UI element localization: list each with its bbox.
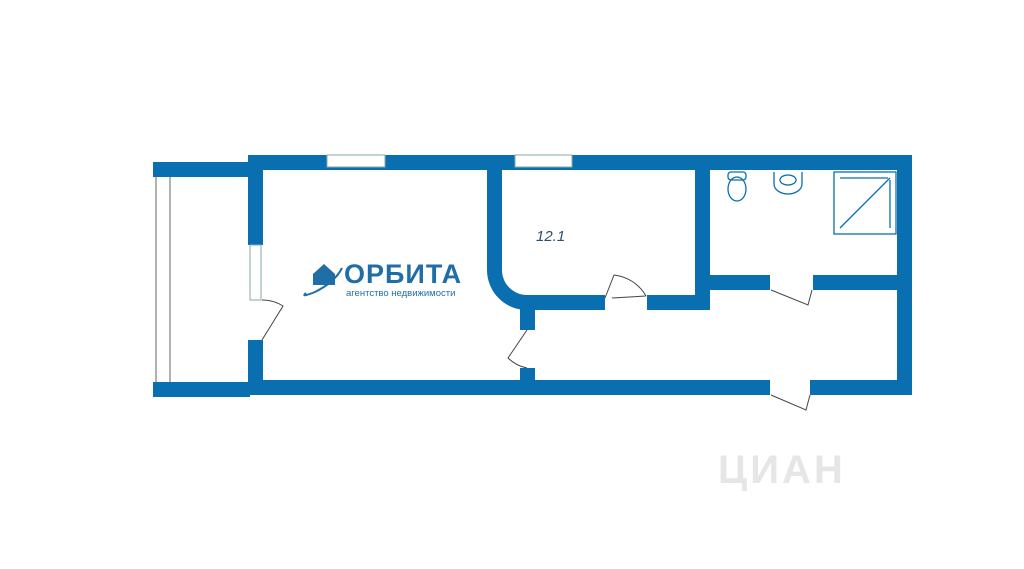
wall-stub-upper — [520, 305, 535, 330]
bathroom-bottom-wall-left — [710, 275, 770, 290]
right-wall — [897, 155, 912, 395]
logo-title: ОРБИТА — [344, 259, 463, 289]
door-bathroom — [770, 289, 813, 306]
windows — [249, 154, 573, 301]
fixtures — [727, 171, 897, 235]
bottom-wall-left — [248, 380, 770, 395]
left-wall-upper — [248, 155, 263, 245]
window — [326, 154, 386, 168]
curved-divider-wall — [487, 170, 605, 310]
door-room1 — [507, 329, 528, 369]
bottom-wall-right — [810, 380, 912, 395]
balcony-bottom-wall — [153, 382, 250, 397]
shower-icon — [833, 171, 897, 235]
bathroom-bottom-wall-right — [813, 275, 897, 290]
logo-subtitle: агентство недвижимости — [346, 288, 456, 299]
doors — [261, 274, 813, 411]
balcony-top-wall — [153, 162, 250, 177]
room-area-label: 12.1 — [536, 228, 566, 245]
window — [514, 154, 573, 168]
watermark: ЦИАН — [718, 448, 846, 492]
room2-bottom-wall — [647, 295, 710, 310]
bathroom-left-wall — [695, 170, 710, 310]
door-entrance — [770, 394, 811, 411]
toilet-icon — [727, 176, 747, 202]
balcony-lines — [155, 177, 171, 382]
wall-stub-lower — [520, 368, 535, 382]
walls — [153, 155, 912, 397]
door-balcony — [261, 299, 284, 341]
window-balcony — [249, 244, 262, 301]
sink-icon — [773, 172, 803, 195]
logo-icon — [303, 264, 343, 297]
door-room2 — [604, 274, 647, 299]
top-wall — [248, 155, 912, 170]
